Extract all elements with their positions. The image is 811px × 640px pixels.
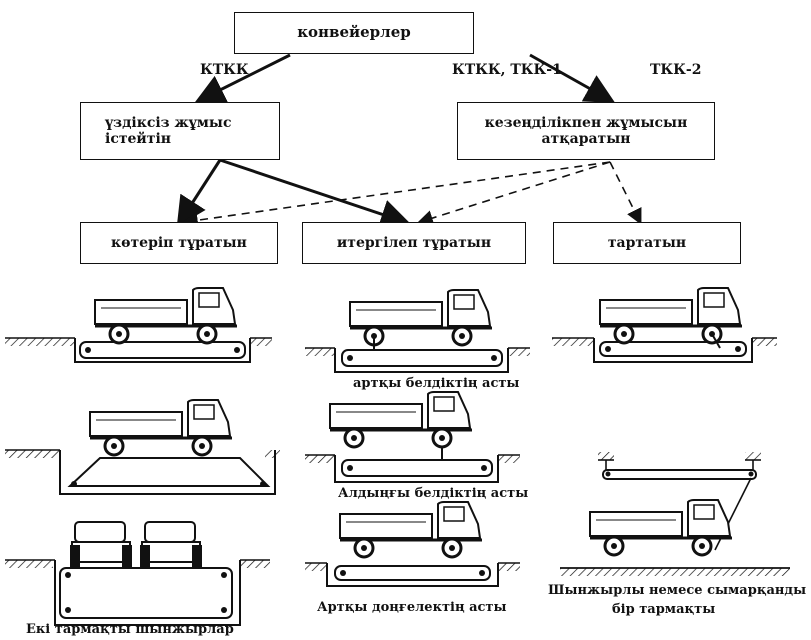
pull-scene-2 xyxy=(560,452,790,576)
lift-scene-2 xyxy=(5,398,280,495)
node-lifting-label: көтеріп тұратын xyxy=(111,234,247,251)
node-continuous-label: үздіксіз жұмыс істейтін xyxy=(105,114,232,147)
caption-lift-two-branch: Екі тармақты шынжырлар xyxy=(26,622,234,637)
node-pushing: итергілеп тұратын xyxy=(302,222,526,264)
node-periodic: кезеңділікпен жұмысын атқаратын xyxy=(457,102,715,160)
push-scene-3 xyxy=(305,500,520,587)
node-pulling: тартатын xyxy=(553,222,741,264)
lift-scene-1 xyxy=(5,286,272,363)
node-pulling-label: тартатын xyxy=(607,234,687,251)
node-pushing-label: итергілеп тұратын xyxy=(336,234,492,251)
solid-arrows xyxy=(176,158,411,229)
node-lifting: көтеріп тұратын xyxy=(80,222,278,264)
pull-scene-1 xyxy=(552,286,777,363)
node-conveyors: конвейерлер xyxy=(234,12,474,54)
node-continuous: үздіксіз жұмыс істейтін xyxy=(80,102,280,160)
top-arrows xyxy=(194,53,616,103)
dashed-arrows xyxy=(181,161,642,229)
caption-push-front-belt: Алдыңғы белдіктің асты xyxy=(338,486,529,501)
edge-label-right: ТКК-2 xyxy=(650,62,702,78)
edge-label-left: КТКК xyxy=(200,62,249,78)
edge-label-middle: КТКК, ТКК-1 xyxy=(452,62,562,78)
caption-pull-chain-line2: бір тармақты xyxy=(612,602,716,617)
caption-push-rear-belt: артқы белдіктің асты xyxy=(353,376,520,391)
node-periodic-label: кезеңділікпен жұмысын атқаратын xyxy=(484,114,688,147)
caption-pull-chain-line1: Шынжырлы немесе сымарқанды xyxy=(548,583,807,598)
lift-scene-3 xyxy=(5,521,270,626)
push-scene-2 xyxy=(305,390,520,483)
caption-push-rear-wheel: Артқы доңғелектің асты xyxy=(317,600,507,615)
push-scene-1 xyxy=(305,288,530,373)
node-conveyors-label: конвейерлер xyxy=(297,23,411,42)
